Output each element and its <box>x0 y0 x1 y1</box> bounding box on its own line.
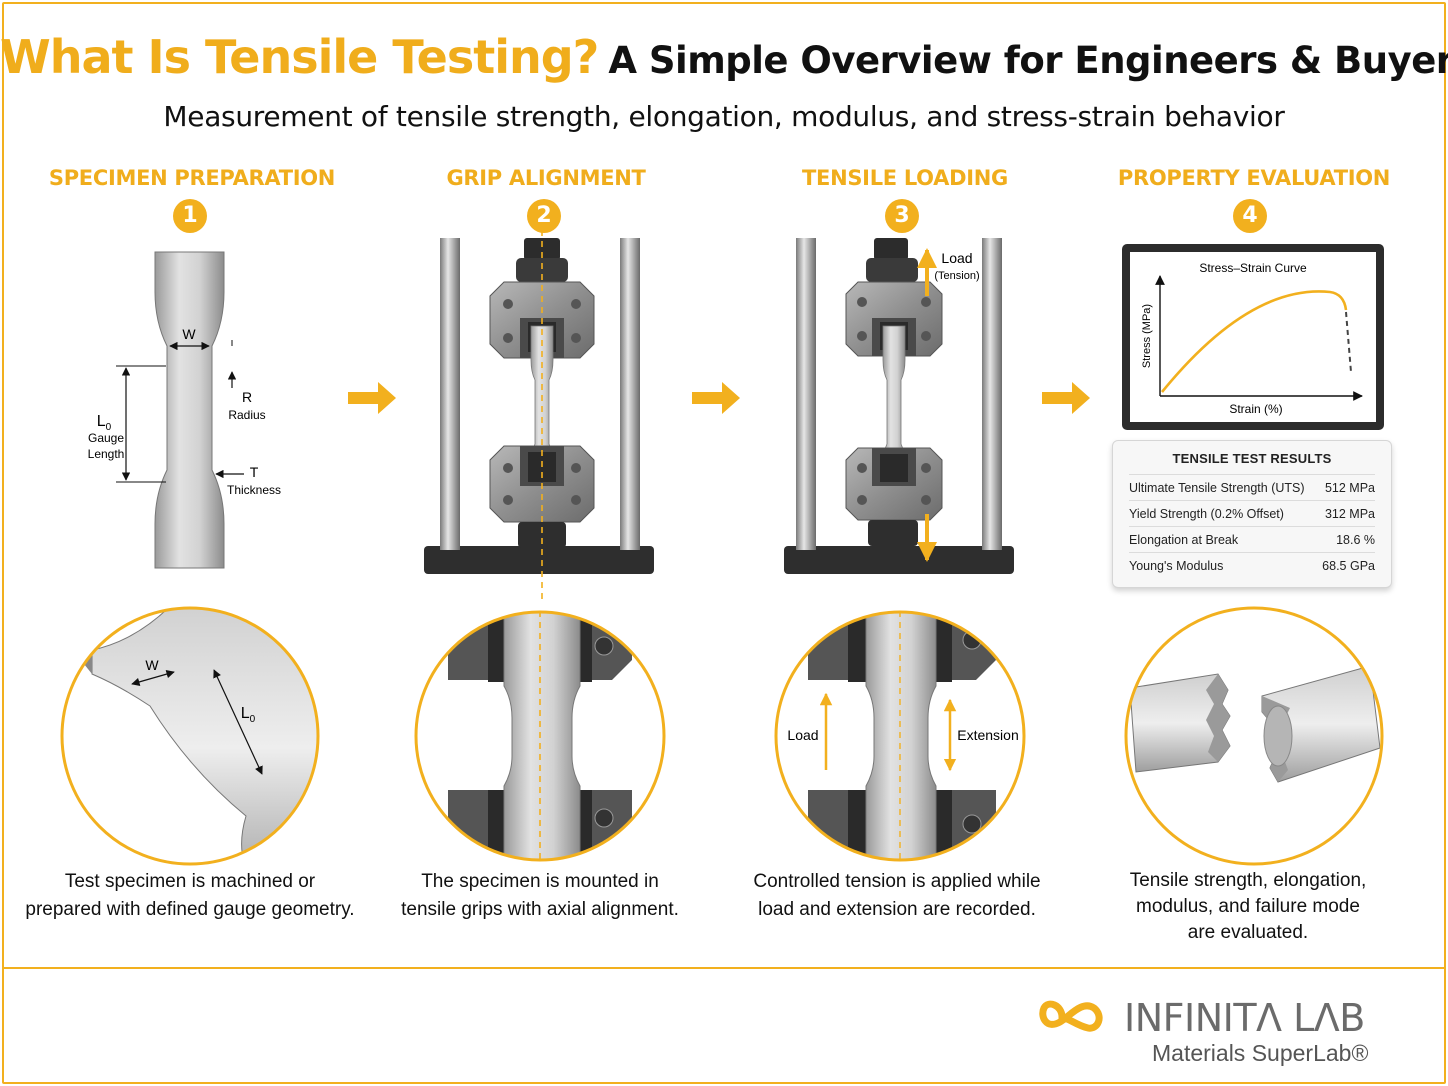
detail-circle-grip <box>414 610 666 862</box>
stress-strain-monitor <box>1122 244 1384 430</box>
chart-title: Stress–Strain Curve <box>1199 261 1307 275</box>
detail-circle-specimen <box>60 606 320 866</box>
result-value: 512 MPa <box>1324 481 1375 495</box>
caption-line: are evaluated. <box>1187 922 1309 943</box>
brand-tagline: Materials SuperLab® <box>1152 1040 1369 1066</box>
infinity-logo-icon <box>1039 1000 1103 1032</box>
title-highlight: What Is Tensile Testing? <box>0 30 599 84</box>
gauge-length-dimension <box>116 365 166 483</box>
gauge-word-2: Length <box>88 447 125 461</box>
results-row: Elongation at Break 18.6 % <box>1129 526 1375 552</box>
caption-line: Test specimen is machined or <box>64 871 316 892</box>
step-4-number-badge: 4 <box>1233 199 1267 233</box>
step-1-title: SPECIMEN PREPARATION <box>48 166 336 190</box>
result-value: 18.6 % <box>1336 533 1375 547</box>
detail-circle-loading <box>774 610 1026 862</box>
gauge-symbol-label: L0 <box>97 413 112 433</box>
result-label: Ultimate Tensile Strength (UTS) <box>1129 481 1305 495</box>
chart-ylabel: Stress (MPa) <box>1141 304 1153 368</box>
radius-word-label: Radius <box>228 408 265 422</box>
page-title: What Is Tensile Testing?A Simple Overvie… <box>0 30 1448 84</box>
step-4-title: PROPERTY EVALUATION <box>1117 166 1391 190</box>
result-value: 68.5 GPa <box>1322 559 1375 573</box>
step-3-number-badge: 3 <box>885 199 919 233</box>
thickness-word-label: Thickness <box>227 483 281 497</box>
caption-line: tensile grips with axial alignment. <box>401 899 679 920</box>
results-card: TENSILE TEST RESULTS Ultimate Tensile St… <box>1112 440 1392 588</box>
radius-symbol-label: R <box>242 389 252 405</box>
test-frame-machine-2 <box>784 238 1014 574</box>
gauge-word-1: Gauge <box>88 431 124 445</box>
step-2-title: GRIP ALIGNMENT <box>446 166 646 190</box>
step-1-number-badge: 1 <box>173 199 207 233</box>
thickness-symbol-label: T <box>250 464 259 480</box>
results-row: Young's Modulus 68.5 GPa <box>1129 552 1375 578</box>
footer-divider <box>2 967 1446 969</box>
results-row: Ultimate Tensile Strength (UTS) 512 MPa <box>1129 474 1375 500</box>
step-2-number-badge: 2 <box>527 199 561 233</box>
step-3-title: TENSILE LOADING <box>802 166 1008 190</box>
dogbone-specimen <box>154 251 225 569</box>
step-1-caption: Test specimen is machined or prepared wi… <box>10 868 370 924</box>
detail-gauge-label: L0 <box>241 705 256 725</box>
test-frame-machine-1 <box>424 230 654 600</box>
load-label: Load <box>941 250 972 266</box>
step-4-caption: Tensile strength, elongation, modulus, a… <box>1068 868 1428 946</box>
flow-arrow-1 <box>348 382 396 414</box>
detail-width-label: W <box>145 657 159 673</box>
results-row: Yield Strength (0.2% Offset) 312 MPa <box>1129 500 1375 526</box>
chart-xlabel: Strain (%) <box>1229 402 1282 416</box>
detail-circle-fracture <box>1124 606 1384 866</box>
flow-arrow-3 <box>1042 382 1090 414</box>
result-value: 312 MPa <box>1324 507 1375 521</box>
tension-label: (Tension) <box>934 270 979 282</box>
caption-line: Tensile strength, elongation, <box>1129 870 1367 891</box>
detail-load-label: Load <box>787 727 818 743</box>
step-2-caption: The specimen is mounted in tensile grips… <box>360 868 720 924</box>
caption-line: prepared with defined gauge geometry. <box>25 899 355 920</box>
result-label: Young's Modulus <box>1129 559 1224 573</box>
caption-line: load and extension are recorded. <box>758 899 1036 920</box>
results-title: TENSILE TEST RESULTS <box>1172 451 1332 466</box>
result-label: Elongation at Break <box>1129 533 1239 547</box>
title-rest: A Simple Overview for Engineers & Buyers <box>608 39 1448 82</box>
detail-extension-label: Extension <box>957 727 1018 743</box>
brand-name: INFINITΛ LΛB <box>1124 996 1365 1040</box>
flow-arrow-2 <box>692 382 740 414</box>
caption-line: Controlled tension is applied while <box>753 871 1041 892</box>
caption-line: The specimen is mounted in <box>421 871 659 892</box>
caption-line: modulus, and failure mode <box>1136 896 1360 917</box>
result-label: Yield Strength (0.2% Offset) <box>1129 507 1284 521</box>
step-3-caption: Controlled tension is applied while load… <box>717 868 1077 924</box>
width-label: W <box>182 326 196 342</box>
page-subtitle: Measurement of tensile strength, elongat… <box>163 100 1285 133</box>
